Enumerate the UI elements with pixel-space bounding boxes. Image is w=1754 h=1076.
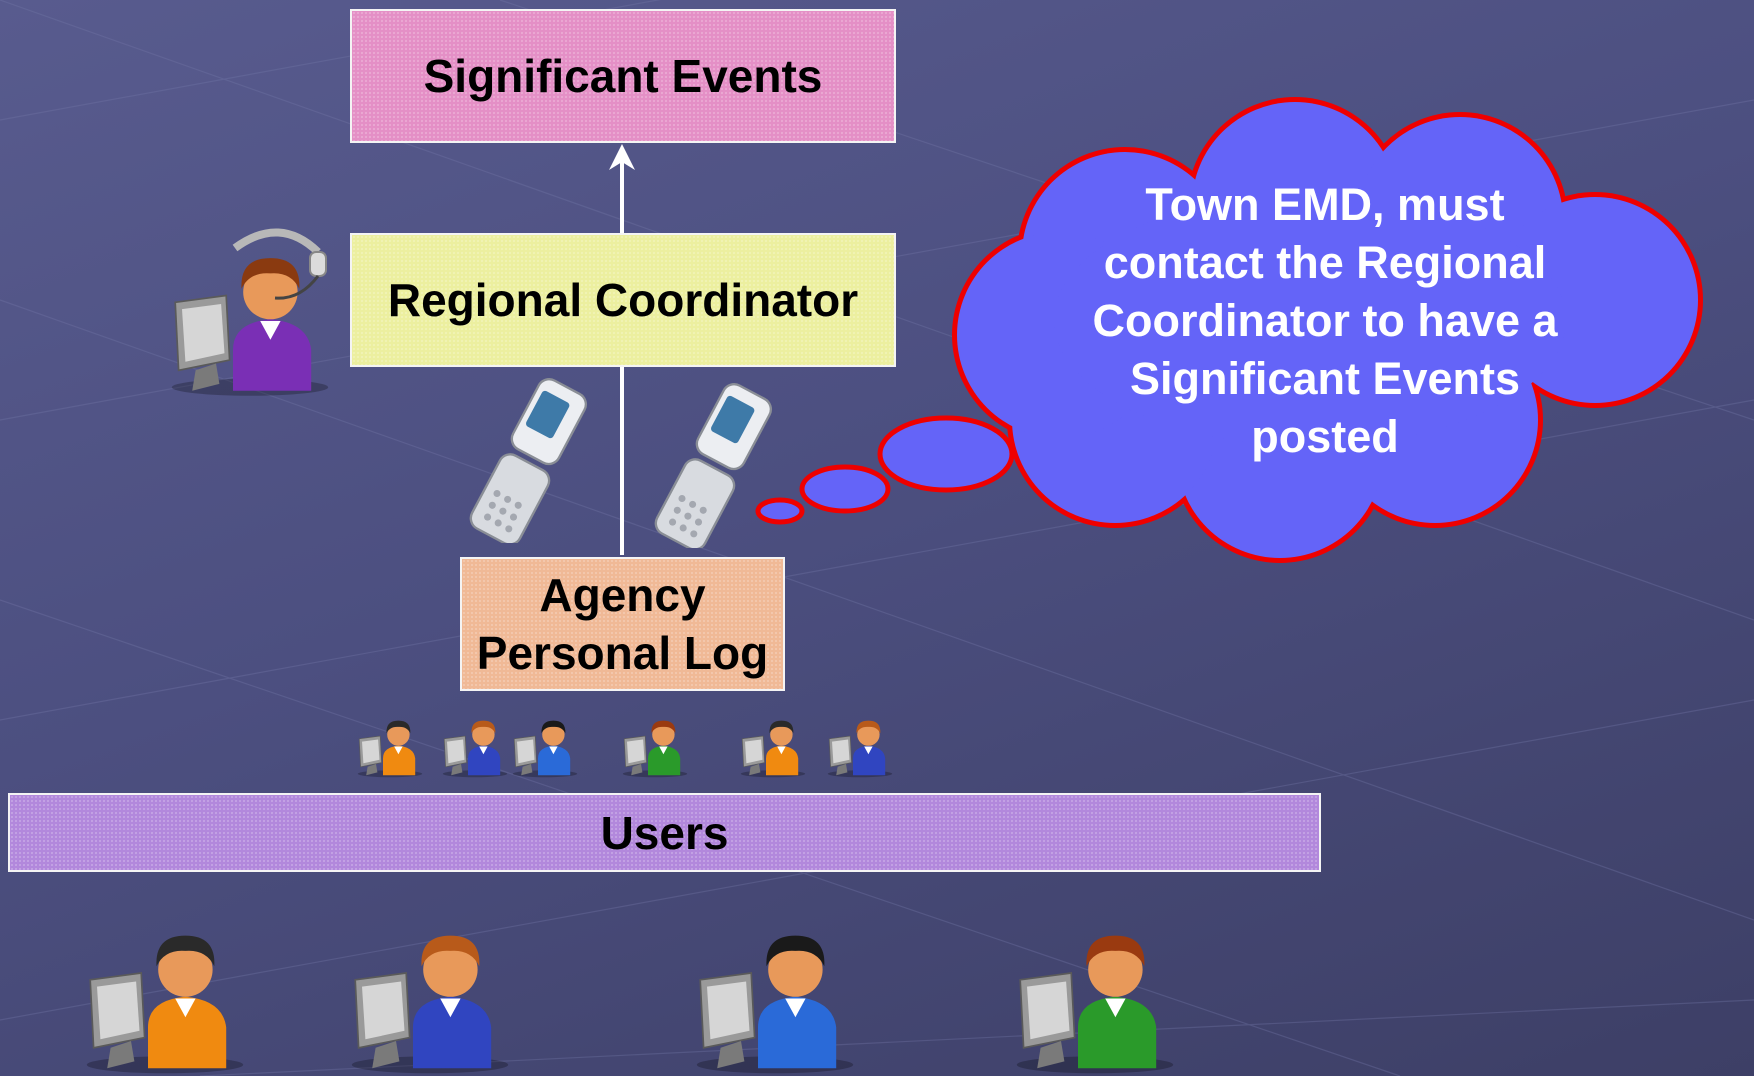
flip-phone-icon (465, 378, 592, 543)
user-at-computer-icon (622, 720, 688, 778)
thought-cloud (755, 97, 1703, 563)
cloud-callout-text: Town EMD, must contact the Regional Coor… (1040, 176, 1610, 466)
user-at-computer-icon (85, 934, 245, 1075)
flip-phone-icon (650, 383, 777, 548)
users-label: Users (600, 806, 729, 859)
significant-events-label: Significant Events (423, 50, 823, 102)
callout-line: posted (1251, 411, 1399, 462)
user-at-computer-icon (512, 720, 578, 778)
user-at-computer-icon (827, 720, 893, 778)
agency-personal-log-box: Agency Personal Log (460, 557, 785, 691)
user-at-computer-icon (442, 720, 508, 778)
callout-line: Coordinator to have a (1092, 295, 1558, 346)
user-at-computer-icon (695, 934, 855, 1075)
agency-label-line2: Personal Log (476, 627, 769, 679)
callout-line: Significant Events (1129, 353, 1521, 404)
regional-coordinator-label: Regional Coordinator (387, 274, 859, 326)
callout-line: Town EMD, must (1145, 179, 1505, 230)
headset-operator-icon (170, 228, 330, 397)
user-at-computer-icon (350, 934, 510, 1075)
user-at-computer-icon (1015, 934, 1175, 1075)
users-box: Users (8, 793, 1321, 872)
user-at-computer-icon (357, 720, 423, 778)
agency-label-line1: Agency (539, 569, 706, 621)
regional-coordinator-box: Regional Coordinator (350, 233, 896, 367)
significant-events-box: Significant Events (350, 9, 896, 143)
user-at-computer-icon (740, 720, 806, 778)
large-users-row (85, 934, 1175, 1075)
callout-line: contact the Regional (1103, 237, 1547, 288)
